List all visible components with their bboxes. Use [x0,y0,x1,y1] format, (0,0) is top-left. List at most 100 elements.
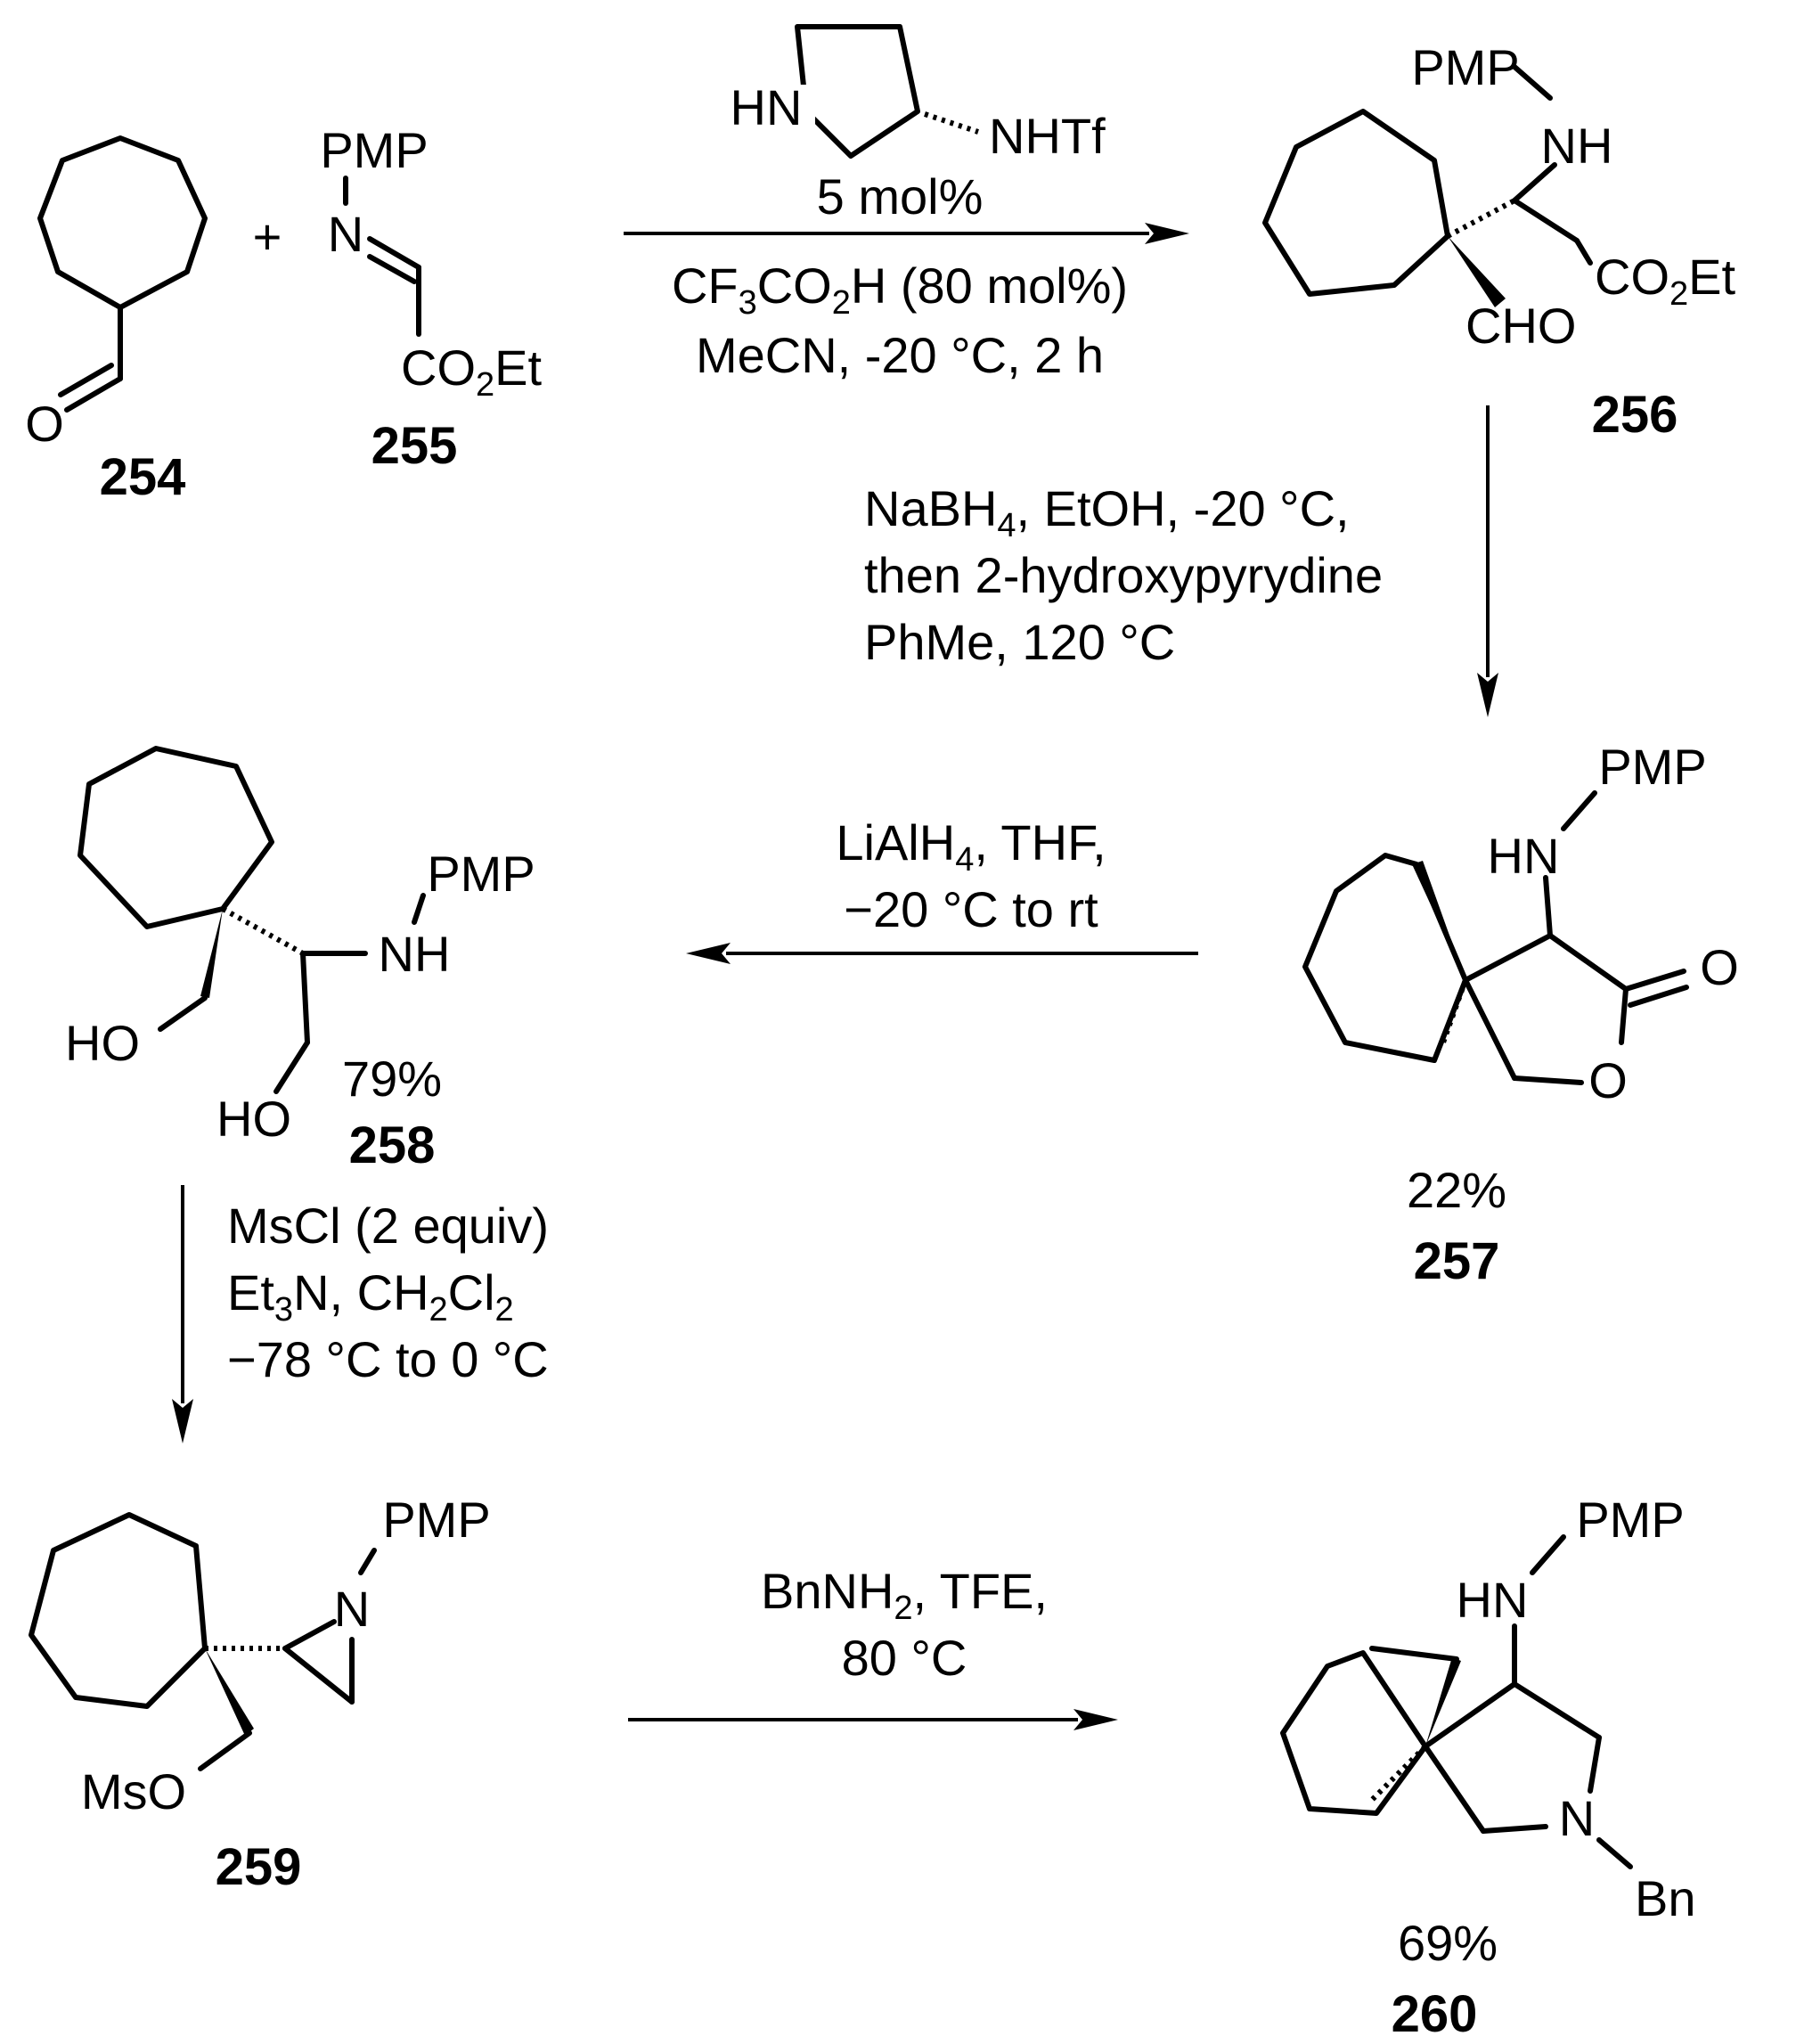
catalyst-pyrrolidine: HN NHTf [731,24,1106,164]
double-bond [1623,969,1686,992]
condition-step3-1: LiAlH4, THF, [836,814,1106,879]
cycloheptane-ring [78,746,274,929]
cycloheptane-ring [1262,109,1450,297]
wedge-bond [200,909,223,998]
atom-hn: HN [1488,828,1560,884]
bond [64,376,123,413]
atom-pmp: PMP [1598,739,1706,795]
compound-256: CHO NH PMP CO2Et 256 [1262,39,1735,444]
bond [1574,238,1593,266]
atom-mso: MsO [81,1763,186,1819]
bond [1512,1681,1602,1740]
bond [358,1548,377,1575]
condition-step4-1: MsCl (2 equiv) [227,1198,549,1254]
bond [1588,1735,1602,1794]
atom-pmp: PMP [427,846,535,902]
hashed-bond [1441,978,1468,1044]
bond [1512,1075,1584,1085]
bond [300,951,310,1045]
cycloheptane-ring [37,135,208,310]
bond [158,995,208,1032]
bond [1423,1744,1486,1834]
atom-n: N [1559,1790,1595,1846]
plus-sign: + [253,208,282,265]
yield-260: 69% [1398,1915,1498,1971]
atom-pmp: PMP [1411,39,1519,95]
hashed-bond [221,906,305,956]
bond [1512,64,1553,101]
atom-pmp: PMP [320,122,428,178]
atom-pmp: PMP [1576,1492,1684,1548]
condition-step1-2: CF3CO2H (80 mol%) [672,258,1128,322]
bond [1512,198,1580,243]
bond [198,1730,252,1771]
bond [1463,977,1517,1081]
condition-step1-1: 5 mol% [817,168,984,225]
condition-step1-3: MeCN, -20 °C, 2 h [696,327,1104,383]
hashed-bond [1369,1744,1428,1803]
hashed-bond [924,111,979,135]
cycloheptane-ring [29,1512,208,1709]
bond [1530,1534,1566,1575]
condition-step2-2: then 2-hydroxypyrydine [864,547,1383,603]
arrowhead [172,1399,193,1443]
bond [1463,933,1553,983]
bond [412,893,426,925]
atom-bn: Bn [1635,1870,1696,1926]
atom-co2et: CO2Et [401,339,542,404]
condition-step4-2: Et3N, CH2Cl2 [227,1264,514,1329]
compound-number-257: 257 [1414,1232,1500,1290]
atom-cho: CHO [1465,298,1576,354]
bond [1596,1837,1633,1869]
atom-o-ring: O [1588,1052,1628,1108]
condition-step5-2: 80 °C [842,1630,967,1686]
atom-pmp: PMP [382,1492,490,1548]
hashed-bond [1446,198,1516,239]
bond [1512,162,1557,203]
bond [1481,1824,1548,1834]
condition-step2-3: PhMe, 120 °C [864,614,1175,670]
cycloheptane-ring [1302,853,1468,1063]
compound-number-255: 255 [371,417,458,475]
wedge-bond [205,1648,254,1736]
bond [1543,875,1553,938]
atom-n: N [334,1581,370,1637]
compound-number-259: 259 [216,1838,302,1896]
yield-258: 79% [342,1051,442,1107]
condition-step3-2: −20 °C to rt [844,881,1098,937]
compound-number-256: 256 [1592,386,1678,444]
yield-257: 22% [1407,1162,1506,1218]
compound-number-260: 260 [1392,1985,1478,2043]
atom-o-carbonyl: O [1700,939,1739,995]
double-bond [58,363,114,397]
compound-259: N PMP MsO 259 [29,1492,491,1896]
condition-step4-3: −78 °C to 0 °C [227,1331,549,1387]
compound-number-254: 254 [100,448,186,506]
atom-nhtf: NHTf [989,108,1106,164]
bond [273,1040,310,1094]
arrowhead [686,943,731,964]
bond [1561,790,1597,831]
wedge-bond [1412,861,1465,980]
condition-step5-1: BnNH2, TFE, [761,1563,1048,1627]
atom-co2et: CO2Et [1595,249,1735,313]
compound-255: PMP N CO2Et 255 [320,122,542,475]
compound-257: O O HN PMP 22% 257 [1302,739,1739,1290]
arrowhead [1477,673,1498,717]
bond [1619,986,1629,1045]
bond [282,1619,337,1651]
atom-n: N [328,206,363,262]
double-bond [367,254,417,284]
bond [1423,1681,1517,1749]
cycloheptane-ring [1280,1650,1428,1816]
compound-number-258: 258 [349,1116,436,1174]
atom-nh: NH [1541,118,1613,174]
compound-258: HO NH PMP HO 79% 258 [65,746,535,1174]
condition-step2-1: NaBH4, EtOH, -20 °C, [864,480,1350,544]
atom-o: O [25,396,64,452]
bond [282,1646,355,1705]
compound-260: N Bn HN PMP 69% 260 [1280,1492,1696,2043]
wedge-bond [1425,1657,1461,1746]
wedge-bond [1448,236,1506,307]
